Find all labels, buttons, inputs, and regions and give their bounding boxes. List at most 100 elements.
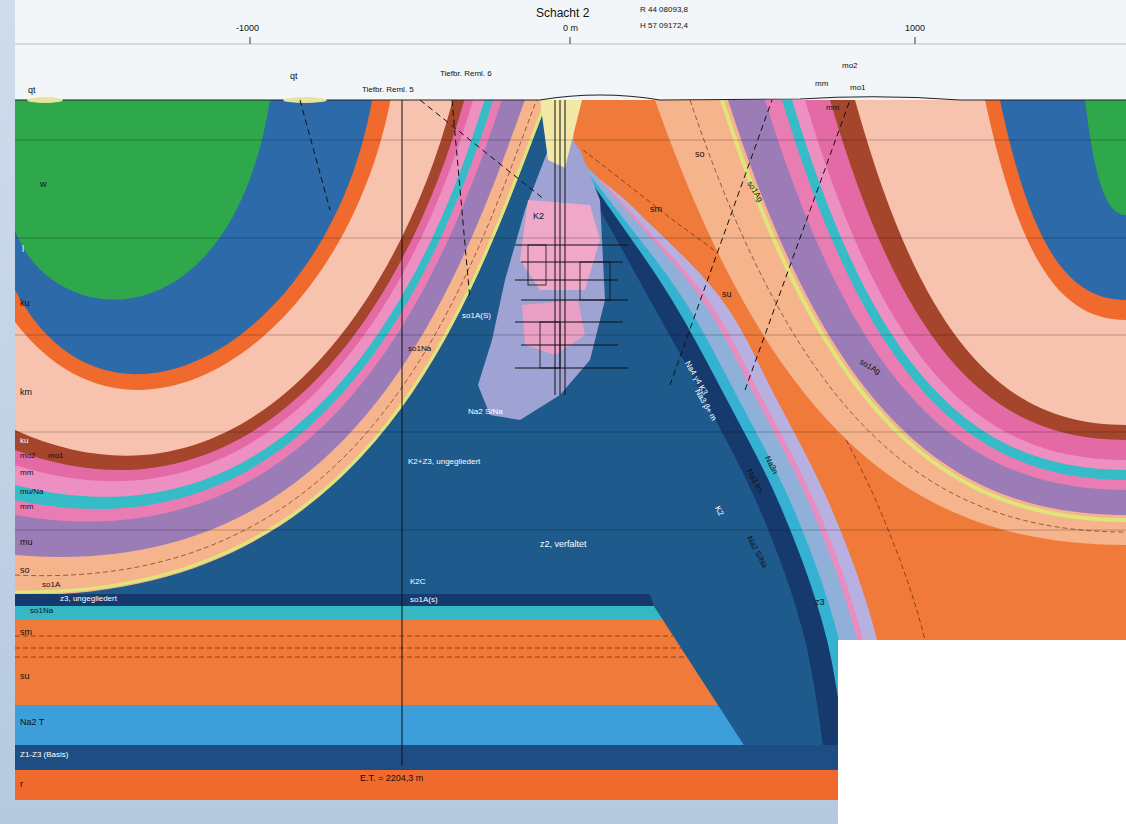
shaft (555, 100, 556, 395)
depth-grid (15, 530, 1126, 531)
layer-label: l (22, 245, 24, 255)
rock-layer (15, 652, 718, 705)
layer-label: mm (815, 80, 828, 89)
axis-tick (570, 37, 571, 44)
rock-layer (15, 594, 654, 606)
quaternary (283, 97, 327, 103)
fault-line (745, 100, 850, 390)
mine-level (521, 345, 618, 346)
sky (15, 0, 1126, 100)
layer-label: Na2 T (20, 718, 44, 728)
ground-surface (15, 95, 1126, 100)
rock-layer (1000, 100, 1126, 300)
rock-layer (985, 100, 1126, 320)
layer-label: z2, verfaltet (540, 540, 587, 550)
rock-layer (15, 100, 391, 390)
layer-label: so1Ag (745, 180, 764, 204)
mine-level (515, 322, 623, 323)
layer-label: mo1 (48, 452, 64, 461)
dome-salt (478, 139, 605, 420)
layer-label: so1A(S) (462, 312, 491, 321)
layer-label: mu/Na (20, 488, 44, 497)
layer-label: Na2 S/Na (468, 408, 503, 417)
rock-layer (15, 100, 485, 497)
rock-layer (15, 606, 663, 620)
layer-label: Tiefbr. Reml. 5 (362, 86, 414, 95)
layer-label: Z1-Z3 (Basis) (20, 751, 68, 760)
layer-label: so1A (42, 581, 60, 590)
mine-working (540, 322, 560, 368)
layer-label: so1Na (30, 607, 53, 616)
rock-layer (15, 100, 453, 456)
axis-tick (250, 37, 251, 44)
borehole (402, 100, 403, 766)
axis-line (15, 44, 1126, 45)
layer-label: 1000 (905, 24, 925, 34)
rock-layer (15, 705, 744, 745)
fault-line (420, 100, 545, 200)
layer-label: km (20, 388, 32, 398)
layer-label: 0 m (563, 24, 578, 34)
cap-rock (540, 100, 582, 168)
layer-label: -1000 (236, 24, 259, 34)
mine-level (515, 280, 618, 281)
potash-k2 (522, 300, 585, 355)
depth-grid (15, 335, 1126, 336)
rock-layer (1085, 100, 1126, 215)
layer-label: mo2 (20, 452, 36, 461)
layer-label: mu (20, 538, 33, 548)
rock-layer (805, 100, 1126, 460)
layer-label: mm (826, 104, 839, 113)
layer-label: K2C (410, 578, 426, 587)
rock-layer (830, 100, 1126, 440)
layer-label: su (20, 672, 30, 682)
rock-layer (782, 100, 1126, 480)
rock-layer (855, 100, 1126, 425)
layer-label: su (722, 290, 732, 300)
axis-tick (915, 37, 916, 44)
layer-label: mm (20, 503, 33, 512)
syncline-core (15, 100, 270, 300)
layer-label: R 44 08093,8 (640, 6, 688, 15)
layer-label: E.T. = 2204,3 m (360, 774, 423, 784)
fault-line (452, 100, 470, 300)
layer-label: sm (650, 205, 662, 215)
layer-label: K2 (712, 505, 724, 518)
rock-layer (15, 100, 473, 481)
layer-boundary (15, 657, 687, 658)
mine-level (515, 368, 628, 369)
layer-label: z3 (815, 598, 825, 608)
layer-label: mo2 (842, 62, 858, 71)
layer-label: so1Ag (858, 358, 882, 377)
layer-label: z3, ungegliedert (60, 595, 117, 604)
depth-grid (15, 432, 1126, 433)
layer-boundary (15, 648, 681, 649)
layer-label: K2 (533, 212, 544, 222)
rock-layer (728, 100, 1126, 515)
rock-layer (15, 100, 502, 522)
rock-layer (765, 100, 1126, 490)
rock-layer (15, 100, 372, 374)
marker-bed (722, 100, 1126, 520)
marker-bed (15, 100, 546, 592)
layer-label: so1Na (408, 345, 431, 354)
fault-line (300, 100, 330, 210)
layer-label: w (40, 180, 47, 190)
rock-layer (792, 100, 1126, 470)
blank-panel (838, 640, 1126, 824)
layer-label: qt (28, 86, 36, 96)
layer-boundary (690, 100, 1126, 532)
layer-label: Na2 S/Na (744, 535, 768, 570)
layer-label: Na3 tm (744, 468, 764, 495)
rock-layer (15, 100, 548, 595)
depth-grid (15, 140, 1126, 141)
shaft (565, 100, 566, 395)
layer-boundary (15, 100, 537, 576)
fault-line (670, 100, 772, 385)
mine-level (521, 300, 628, 301)
layer-label: K2+Z3, ungegliedert (408, 458, 480, 467)
layer-label: so (695, 150, 705, 160)
rock-layer (15, 620, 684, 652)
